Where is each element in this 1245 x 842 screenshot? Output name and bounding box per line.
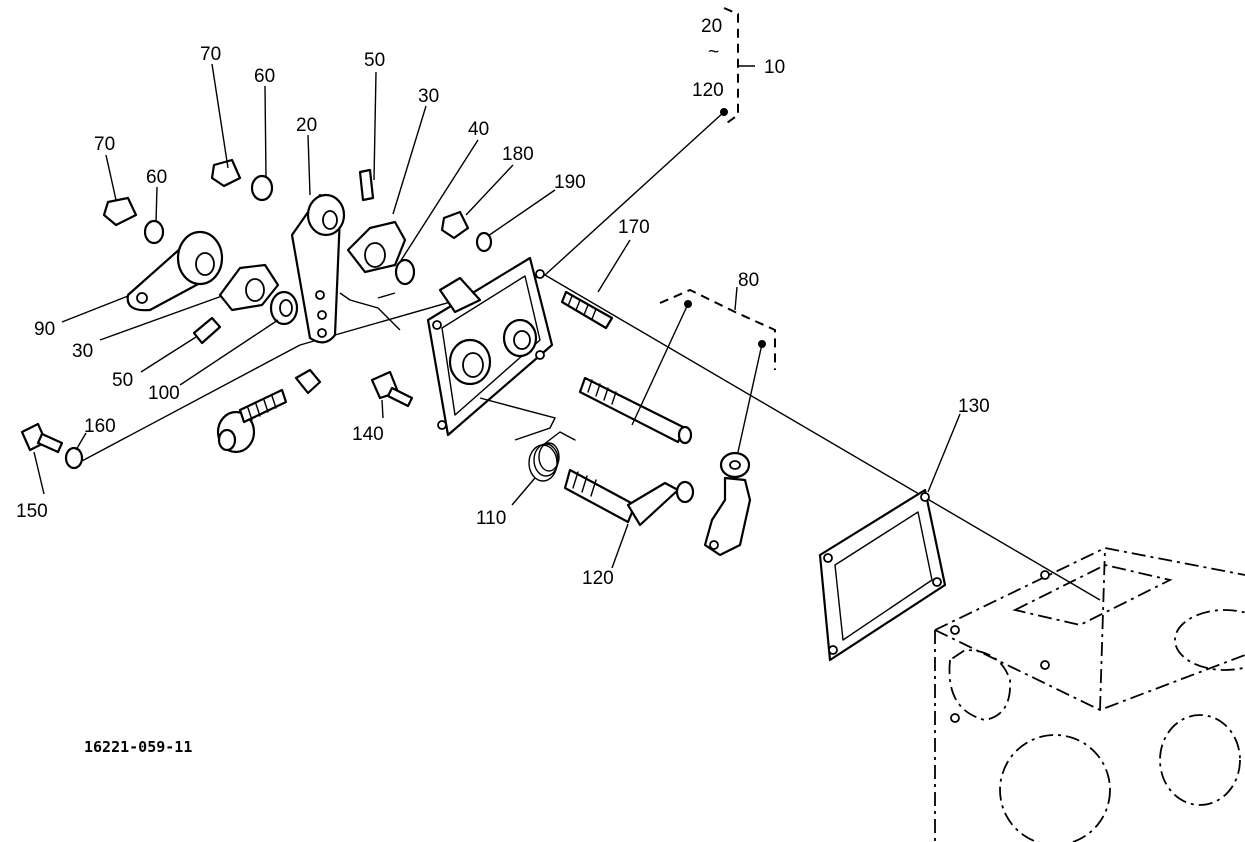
torsion-spring xyxy=(528,431,576,482)
callout-10: 10 xyxy=(764,57,785,78)
stud-bolt xyxy=(560,290,614,330)
bracket-80 xyxy=(659,288,776,370)
main-lever xyxy=(290,193,346,344)
callout-30-lower: 30 xyxy=(72,341,93,362)
crank-shaft xyxy=(563,468,695,527)
callout-110: 110 xyxy=(476,508,506,529)
callout-70-upper: 70 xyxy=(200,44,221,65)
control-shaft xyxy=(578,376,693,445)
figure-code: 16221-059-11 xyxy=(84,738,192,756)
callout-50-lower: 50 xyxy=(112,370,133,391)
callout-170: 170 xyxy=(618,217,650,238)
callout-120: 120 xyxy=(582,568,614,589)
callout-90: 90 xyxy=(34,319,55,340)
callout-labels: 20 ~ 120 10 70 60 50 30 20 40 70 60 180 … xyxy=(16,16,990,589)
bracket-10 xyxy=(723,7,739,126)
callout-20: 20 xyxy=(296,115,317,136)
cover-plate xyxy=(426,256,554,437)
callout-140: 140 xyxy=(352,424,384,445)
callout-10-to: 120 xyxy=(692,80,724,101)
engine-block xyxy=(934,547,1245,842)
callout-10-range: ~ xyxy=(708,42,719,63)
callout-60-upper: 60 xyxy=(254,66,275,87)
washer xyxy=(64,446,84,470)
collar xyxy=(346,220,407,274)
adjust-screw xyxy=(216,368,322,454)
callout-50-upper: 50 xyxy=(364,50,385,71)
lever-arm xyxy=(126,230,224,312)
oil-seal xyxy=(269,290,299,326)
callout-190: 190 xyxy=(554,172,586,193)
bolt xyxy=(370,370,414,408)
leader-lines xyxy=(33,63,961,569)
callout-70-left: 70 xyxy=(94,134,115,155)
cam xyxy=(218,263,280,312)
callout-10-from: 20 xyxy=(701,16,722,37)
callout-60-left: 60 xyxy=(146,167,167,188)
callout-130: 130 xyxy=(958,396,990,417)
hex-bolt xyxy=(20,422,64,454)
callout-150: 150 xyxy=(16,501,48,522)
o-ring xyxy=(394,258,416,286)
callout-80: 80 xyxy=(738,270,759,291)
nut-and-washer-left xyxy=(102,196,165,245)
gasket xyxy=(818,488,947,662)
callout-40: 40 xyxy=(468,119,489,140)
callout-100: 100 xyxy=(148,383,180,404)
lever-plate xyxy=(703,451,752,557)
nut-and-washer-upper xyxy=(210,158,274,202)
nut-and-washer-right xyxy=(440,210,493,253)
callout-180: 180 xyxy=(502,144,534,165)
pin xyxy=(192,316,222,345)
alignment-line xyxy=(79,274,1101,601)
callout-30-upper: 30 xyxy=(418,86,439,107)
pin-upper xyxy=(358,168,375,202)
callout-160: 160 xyxy=(84,416,116,437)
